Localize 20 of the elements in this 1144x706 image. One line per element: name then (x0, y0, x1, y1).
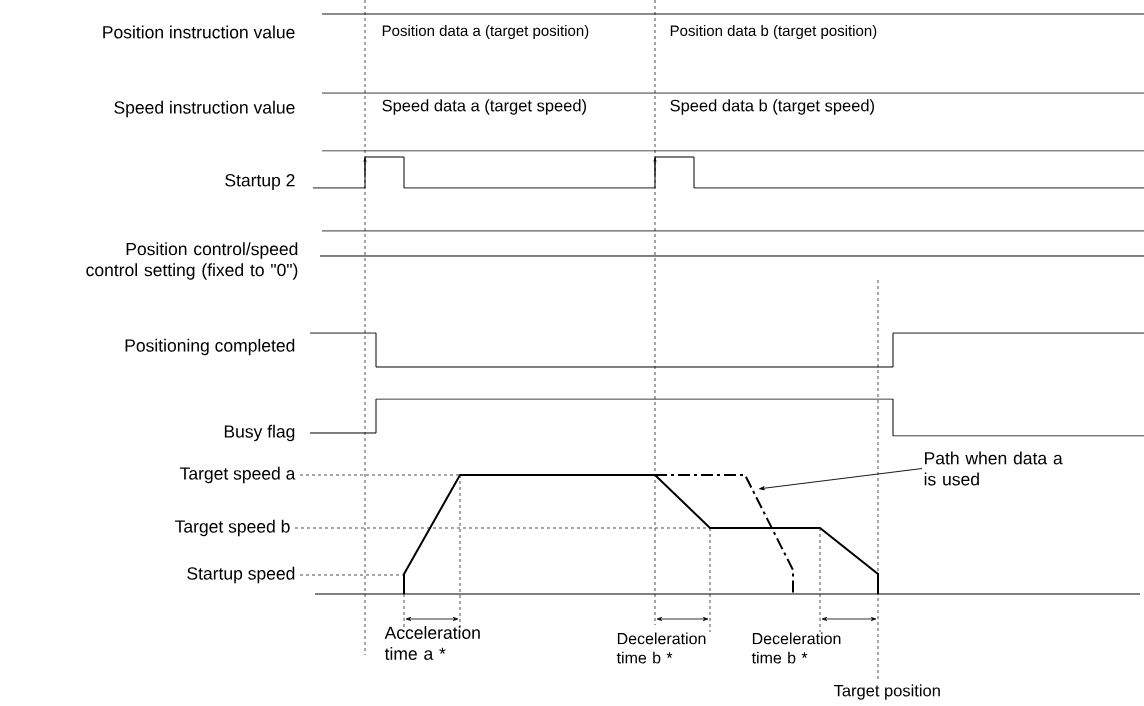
alternate-speed-path (654, 474, 794, 595)
signal-name: Speed instruction value (114, 100, 295, 118)
time-label: Deceleration time b * (616, 632, 706, 664)
data-text: Speed data b (target speed) (670, 99, 874, 115)
data-text: Position data a (target position) (382, 25, 589, 39)
time-label: Deceleration time b * (751, 632, 841, 664)
signal-name: Busy flag (224, 424, 295, 442)
annotation-text: Path when data a is used (924, 451, 1063, 486)
signal-name: Startup 2 (225, 174, 295, 190)
signal-name: Position control/speed control setting (fixed to "0") (86, 242, 298, 280)
signal-name: Positioning completed (125, 338, 295, 356)
speed-level-label: Target speed a (180, 466, 296, 484)
data-text: Speed data a (target speed) (382, 99, 586, 115)
position-label: Target position (834, 684, 940, 700)
speed-level-label: Target speed b (175, 519, 290, 537)
data-text: Position data b (target position) (670, 25, 877, 39)
time-label: Acceleration time a * (384, 626, 480, 660)
speed-level-label: Startup speed (187, 566, 295, 584)
leader-line (759, 468, 923, 491)
signal-name: Position instruction value (103, 25, 295, 39)
